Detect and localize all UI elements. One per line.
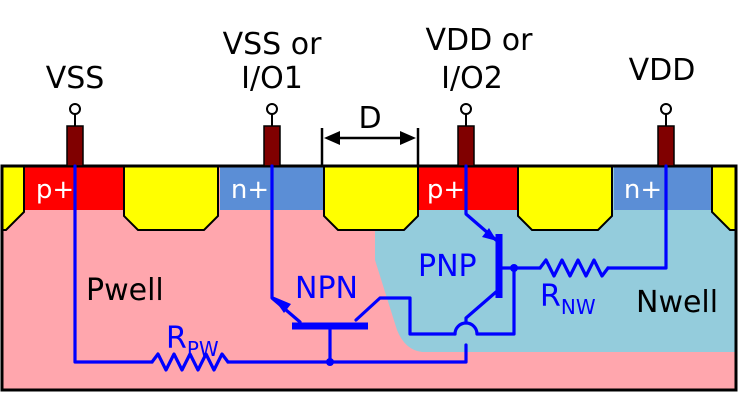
label-nwell: Nwell <box>636 285 718 320</box>
label-vdd-io2-line1: VDD or <box>426 23 534 58</box>
pnp-emitter-lead <box>464 164 498 242</box>
npn-collector-lead <box>354 296 457 336</box>
label-vdd-io2-line2: I/O2 <box>441 61 503 96</box>
equivalent-circuit <box>73 164 668 372</box>
contacts <box>66 103 675 167</box>
label-rnw: RNW <box>540 279 596 319</box>
sti-block-3 <box>517 165 613 231</box>
p-plus-right-diffusion <box>418 166 518 210</box>
label-rnw-main: R <box>540 279 561 314</box>
contact-vss-io1 <box>263 103 281 167</box>
label-p-plus-right: p+ <box>427 175 465 205</box>
dimension-label: D <box>358 101 381 136</box>
wire-rnw-to-vdd <box>606 164 668 270</box>
label-p-plus-left: p+ <box>36 175 74 205</box>
label-vss-io1-line1: VSS or <box>223 27 322 62</box>
label-n-plus-right: n+ <box>624 175 662 205</box>
label-rnw-sub: NW <box>561 295 596 319</box>
label-vdd: VDD <box>629 53 696 88</box>
junction-pnp-base <box>510 264 518 272</box>
contact-vss <box>66 103 84 167</box>
label-vss: VSS <box>46 61 105 96</box>
label-pnp: PNP <box>418 249 477 284</box>
dimension-marker <box>320 128 420 166</box>
resistor-rnw <box>538 258 610 278</box>
sti-block-2 <box>323 165 419 231</box>
label-n-plus-left: n+ <box>231 175 269 205</box>
label-pwell: Pwell <box>86 273 164 308</box>
pnp-collector-lead <box>464 290 498 324</box>
contact-vdd <box>657 103 675 167</box>
junction-npn-base <box>326 358 334 366</box>
pnp-emitter-arrow <box>482 228 497 241</box>
label-rpw-sub: PW <box>187 337 219 361</box>
wire-crossover-hop <box>453 266 516 336</box>
npn-emitter-lead <box>270 164 302 324</box>
label-rpw: RPW <box>166 321 219 361</box>
chip-outline <box>0 164 738 392</box>
npn-emitter-arrow <box>272 296 291 313</box>
contact-vdd-io2 <box>457 103 475 167</box>
wire-vss-rail <box>73 164 154 364</box>
diffusions <box>24 166 712 210</box>
resistor-rpw <box>150 352 230 372</box>
label-rpw-main: R <box>166 321 187 356</box>
label-npn: NPN <box>295 271 358 306</box>
wire-rpw-to-pnp <box>226 343 468 364</box>
n-plus-right-diffusion <box>614 166 712 210</box>
sti-block-1 <box>123 165 219 231</box>
sti-oxides <box>1 165 737 231</box>
label-vss-io1-line2: I/O1 <box>241 61 303 96</box>
